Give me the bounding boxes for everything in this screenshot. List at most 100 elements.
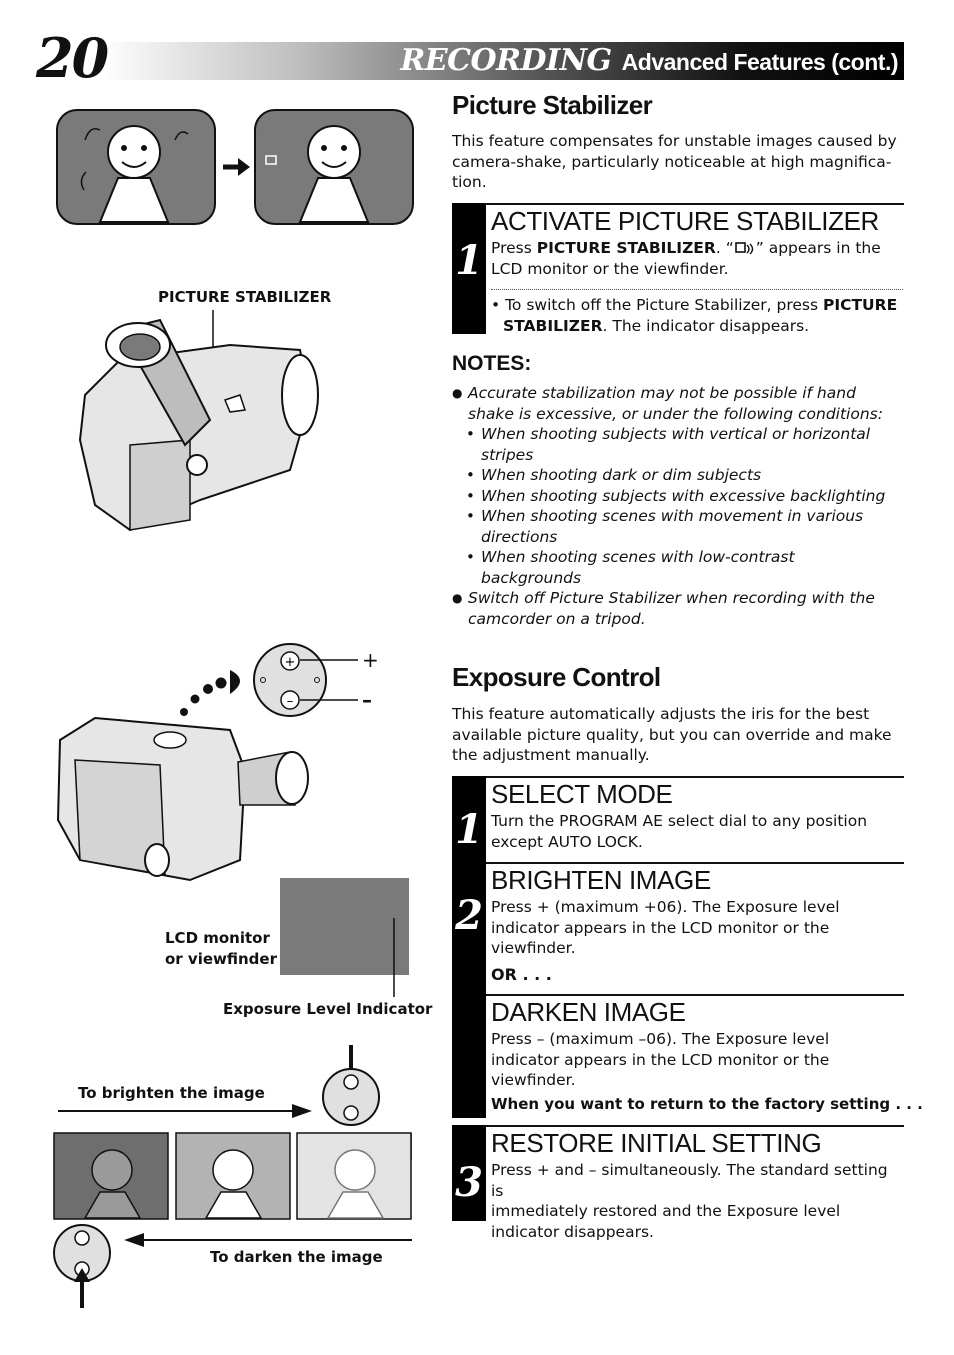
stabilized-monitor-illustration <box>254 109 414 225</box>
svg-text:–: – <box>287 694 294 709</box>
note-line: Switch off Picture Stabilizer when recor… <box>468 589 875 607</box>
note-bullet: ● <box>452 386 463 400</box>
camcorder-side-illustration <box>56 716 309 882</box>
darken-label: To darken the image <box>210 1248 383 1266</box>
picture-stabilizer-button-label: PICTURE STABILIZER <box>158 288 332 306</box>
bright-image-thumbnail <box>296 1132 412 1220</box>
note-item: ● Accurate stabilization may not be possi… <box>452 383 904 424</box>
dotted-separator <box>491 289 903 290</box>
text: • To switch off the Picture Stabilizer, … <box>491 296 823 314</box>
exposure-level-indicator-label: Exposure Level Indicator <box>223 1000 433 1018</box>
dotted-arrow-icon <box>172 670 240 730</box>
brighten-image-text: Press + (maximum +06). The Exposure leve… <box>491 897 903 959</box>
note-line: directions <box>481 527 558 546</box>
note-bullet: ● <box>452 591 463 605</box>
note-bullet: • <box>466 507 475 525</box>
step-number: 3 <box>455 1159 483 1206</box>
note-line: When shooting subjects with excessive ba… <box>481 486 886 505</box>
text: Turn the PROGRAM AE select dial to any p… <box>491 812 868 830</box>
illustration-panel: + – <box>53 109 414 1308</box>
brighten-arrow-icon <box>58 1104 312 1118</box>
darken-arrow-icon <box>124 1233 412 1247</box>
text: Press <box>491 239 537 257</box>
text: except AUTO LOCK. <box>491 832 643 851</box>
page-number: 20 <box>36 26 109 90</box>
note-line: When shooting subjects with vertical or … <box>481 425 871 443</box>
note-line: Accurate stabilization may not be possib… <box>468 384 856 402</box>
exposure-control-heading: Exposure Control <box>452 662 661 692</box>
text: viewfinder. <box>491 1071 576 1089</box>
stabilizer-intro: This feature compensates for unstable im… <box>452 131 902 193</box>
section-name: RECORDING <box>400 43 612 78</box>
select-mode-text: Turn the PROGRAM AE select dial to any p… <box>491 811 903 852</box>
step-number: 1 <box>455 806 483 853</box>
step-number: 1 <box>455 237 483 284</box>
text: Press + (maximum +06). The Exposure leve… <box>491 898 840 916</box>
section-subtitle: Advanced Features (cont.) <box>621 49 899 75</box>
or-text: OR . . . <box>491 965 552 984</box>
text: . The indicator disappears. <box>602 316 810 335</box>
normal-image-thumbnail <box>175 1132 291 1220</box>
intro-line: This feature automatically adjusts the i… <box>452 705 870 723</box>
step-2-marker: 2 <box>452 862 486 1118</box>
lcd-monitor-label-line1: LCD monitor <box>165 929 270 947</box>
text: LCD monitor or the viewfinder. <box>491 259 729 278</box>
step-rule <box>486 862 904 864</box>
lcd-monitor-label-line2: or viewfinder <box>165 950 277 968</box>
text: Press + and – simultaneously. The standa… <box>491 1161 888 1200</box>
camcorder-top-illustration <box>78 310 319 532</box>
darken-image-text: Press – (maximum –06). The Exposure leve… <box>491 1029 903 1091</box>
text: immediately restored and the Exposure le… <box>491 1202 841 1220</box>
note-item: • When shooting scenes with movement in v… <box>452 506 904 547</box>
note-bullet: • <box>466 425 475 443</box>
activate-stabilizer-text: Press PICTURE STABILIZER. “ ” appears in … <box>491 238 901 279</box>
note-line: backgrounds <box>481 568 582 587</box>
dial-press-minus-illustration <box>53 1224 111 1308</box>
stabilizer-switch-off-note: • To switch off the Picture Stabilizer, … <box>491 295 903 336</box>
notes-heading: NOTES: <box>452 352 532 375</box>
exposure-intro: This feature automatically adjusts the i… <box>452 704 902 766</box>
bold-text: STABILIZER <box>503 316 603 335</box>
note-line: camcorder on a tripod. <box>468 609 646 628</box>
stabilizer-indicator-icon <box>734 242 753 255</box>
note-item: • When shooting subjects with vertical or… <box>452 424 904 465</box>
text: indicator disappears. <box>491 1222 654 1241</box>
step-number: 2 <box>455 892 483 939</box>
lcd-screen-illustration <box>280 878 409 975</box>
brighten-image-title: BRIGHTEN IMAGE <box>491 865 711 895</box>
step-rule <box>486 776 904 778</box>
step-rule <box>486 203 904 205</box>
picture-stabilizer-bold: PICTURE STABILIZER <box>536 239 716 257</box>
step-rule <box>486 1125 904 1127</box>
text: . “ <box>715 239 734 257</box>
text: ” appears in the <box>755 239 881 257</box>
text: indicator appears in the LCD monitor or … <box>491 1050 830 1069</box>
intro-line: camera-shake, particularly noticeable at… <box>452 152 892 171</box>
svg-text:+: + <box>285 655 296 670</box>
exposure-dial-illustration: + – <box>253 643 358 717</box>
note-item: •When shooting subjects with excessive b… <box>452 486 904 507</box>
header-gradient-bar <box>100 42 904 80</box>
note-line: When shooting scenes with low-contrast <box>481 548 795 566</box>
arrow-right-icon <box>223 158 250 176</box>
intro-line: available picture quality, but you can o… <box>452 725 892 744</box>
note-line: shake is excessive, or under the followi… <box>468 404 883 423</box>
factory-setting-text: When you want to return to the factory s… <box>491 1095 923 1113</box>
plus-label: + <box>362 648 379 672</box>
activate-stabilizer-title: ACTIVATE PICTURE STABILIZER <box>491 206 879 236</box>
darken-image-title: DARKEN IMAGE <box>491 997 686 1027</box>
bold-text: PICTURE <box>822 296 898 314</box>
intro-line: the adjustment manually. <box>452 746 650 764</box>
note-item: ● Switch off Picture Stabilizer when reco… <box>452 588 904 629</box>
notes-list: ● Accurate stabilization may not be possi… <box>452 383 904 629</box>
text: indicator appears in the LCD monitor or … <box>491 918 830 937</box>
note-bullet: • <box>466 466 475 484</box>
text: viewfinder. <box>491 939 576 957</box>
picture-stabilizer-heading: Picture Stabilizer <box>452 90 653 120</box>
step-3-marker: 3 <box>452 1125 486 1221</box>
intro-line: This feature compensates for unstable im… <box>452 132 897 150</box>
step-1-marker: 1 <box>452 776 486 862</box>
note-item: •When shooting dark or dim subjects <box>452 465 904 486</box>
note-line: When shooting scenes with movement in va… <box>481 507 864 525</box>
minus-label: – <box>362 688 372 712</box>
